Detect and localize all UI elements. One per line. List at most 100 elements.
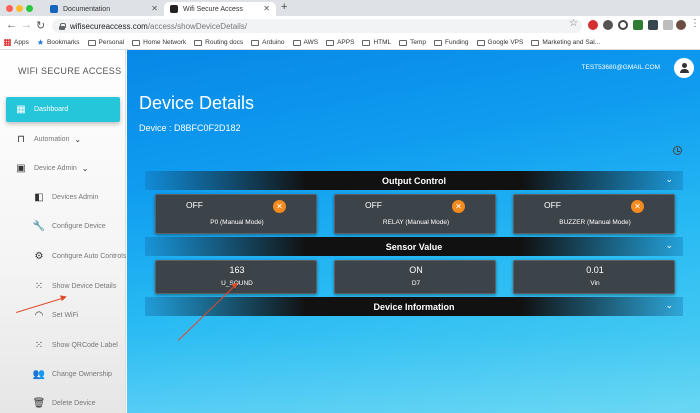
output-label: BUZZER (Manual Mode) xyxy=(559,219,631,226)
sidebar-item-configure-device[interactable]: 🔧 Configure Device xyxy=(32,215,106,237)
sidebar-item-configure-auto-controls[interactable]: ⚙ Configure Auto Controls xyxy=(32,245,126,267)
sidebar-item-set-wifi[interactable]: ◠ Set WiFi xyxy=(32,304,79,326)
device-information-header[interactable]: Device Information ⌄ xyxy=(145,297,683,316)
sidebar-item-label: Show QRCode Label xyxy=(52,341,118,349)
window-maximize-button[interactable] xyxy=(26,5,33,12)
bookmark-folder[interactable]: Home Network xyxy=(132,39,186,46)
wrench-icon: 🔧 xyxy=(32,220,46,232)
chevron-down-icon[interactable]: ⌄ xyxy=(665,174,673,184)
bookmark-folder[interactable]: HTML xyxy=(362,39,391,46)
sidebar-item-label: Change Ownership xyxy=(52,370,112,378)
bookmark-star-icon[interactable]: ☆ xyxy=(569,18,578,29)
sidebar-item-automation[interactable]: ⊓ Automation ⌄ xyxy=(14,128,81,150)
url-input[interactable]: wifisecureaccess.com/access/showDeviceDe… xyxy=(52,19,582,33)
extension-icon[interactable] xyxy=(588,20,598,30)
output-control-header[interactable]: Output Control ⌄ xyxy=(145,171,683,190)
chevron-down-icon: ⌄ xyxy=(81,163,89,173)
bookmark-folder[interactable]: Routing docs xyxy=(194,39,243,46)
profile-avatar[interactable] xyxy=(676,20,686,30)
close-icon[interactable]: ✕ xyxy=(151,4,158,13)
section-title: Output Control xyxy=(382,175,446,186)
sidebar-item-show-device-details[interactable]: ⁙ Show Device Details xyxy=(32,275,116,297)
section-title: Sensor Value xyxy=(385,241,443,252)
new-tab-button[interactable]: + xyxy=(281,1,288,13)
sensor-label: Vin xyxy=(590,280,600,287)
bookmark-folder[interactable]: AWS xyxy=(292,39,318,46)
browser-tab-documentation[interactable]: Documentation ✕ xyxy=(44,2,164,16)
close-icon[interactable]: ✕ xyxy=(263,4,270,13)
extension-icon[interactable] xyxy=(663,20,673,30)
folder-icon xyxy=(326,39,335,46)
close-icon[interactable]: ✕ xyxy=(631,200,644,213)
sidebar-item-label: Devices Admin xyxy=(52,193,99,201)
folder-icon xyxy=(251,39,260,46)
extension-icon[interactable] xyxy=(603,20,613,30)
output-card-buzzer: OFF ✕ BUZZER (Manual Mode) xyxy=(513,194,675,234)
sensor-value: 163 xyxy=(229,265,245,275)
bookmark-apps[interactable]: Apps xyxy=(4,39,29,46)
bookmark-folder[interactable]: Personal xyxy=(87,39,124,46)
forward-arrow-icon[interactable]: → xyxy=(21,19,32,31)
bookmark-folder[interactable]: Temp xyxy=(399,39,426,46)
gear-icon: ⚙ xyxy=(34,250,44,262)
sidebar-item-label: Device Admin xyxy=(34,164,77,172)
bookmark-bookmarks[interactable]: ★Bookmarks xyxy=(36,38,80,47)
extension-icon[interactable] xyxy=(648,20,658,30)
browser-tab-wifi-secure-access[interactable]: Wifi Secure Access ✕ xyxy=(164,2,276,16)
sensor-value-header[interactable]: Sensor Value ⌄ xyxy=(145,237,683,256)
output-card-relay: OFF ✕ RELAY (Manual Mode) xyxy=(334,194,496,234)
user-avatar-button[interactable] xyxy=(674,58,694,78)
sensor-card-vin: 0.01 Vin xyxy=(513,260,675,294)
browser-tab-bar: Documentation ✕ Wifi Secure Access ✕ + xyxy=(0,0,700,16)
device-admin-icon: ▣ xyxy=(16,162,26,174)
sidebar-item-device-admin[interactable]: ▣ Device Admin ⌄ xyxy=(14,157,89,179)
chevron-down-icon[interactable]: ⌄ xyxy=(665,300,673,310)
tab-favicon-icon xyxy=(170,5,178,13)
url-path: /access/showDeviceDetails/ xyxy=(147,21,247,31)
apps-grid-icon: ⁙ xyxy=(34,280,44,292)
chevron-down-icon: ⌄ xyxy=(74,134,82,144)
tab-label: Documentation xyxy=(63,5,111,13)
wifi-icon: ◠ xyxy=(34,309,44,321)
sidebar-item-label: Dashboard xyxy=(34,106,69,113)
browser-menu-icon[interactable]: ⋮ xyxy=(690,18,700,29)
sidebar-item-dashboard[interactable]: ▦ Dashboard xyxy=(6,97,120,122)
bookmark-folder[interactable]: Funding xyxy=(434,39,469,46)
sidebar-item-label: Show Device Details xyxy=(52,282,117,290)
tab-label: Wifi Secure Access xyxy=(183,5,243,13)
close-icon[interactable]: ✕ xyxy=(273,200,286,213)
trash-icon: 🗑 xyxy=(32,397,46,409)
output-state: OFF xyxy=(544,200,561,210)
sidebar-item-label: Automation xyxy=(34,135,70,143)
sidebar-item-label: Configure Device xyxy=(52,222,106,230)
sidebar-item-label: Set WiFi xyxy=(52,311,79,319)
extension-icon[interactable] xyxy=(633,20,643,30)
web-page: WIFI SECURE ACCESS ▦ Dashboard ⊓ Automat… xyxy=(0,50,700,413)
bookmark-folder[interactable]: Google VPS xyxy=(476,39,523,46)
folder-icon xyxy=(87,39,96,46)
sidebar-item-devices-admin[interactable]: ◧ Devices Admin xyxy=(32,186,98,208)
device-id-label: Device : D8BFC0F2D182 xyxy=(139,123,241,133)
window-minimize-button[interactable] xyxy=(16,5,23,12)
history-icon[interactable] xyxy=(673,146,682,155)
sidebar-item-show-qrcode-label[interactable]: ⁙ Show QRCode Label xyxy=(32,334,118,356)
tab-favicon-icon xyxy=(50,5,58,13)
output-state: OFF xyxy=(365,200,382,210)
bookmark-folder[interactable]: APPS xyxy=(326,39,354,46)
folder-icon xyxy=(476,39,485,46)
bookmark-folder[interactable]: Marketing and Sal... xyxy=(531,39,600,46)
bookmark-folder[interactable]: Arduino xyxy=(251,39,285,46)
close-icon[interactable]: ✕ xyxy=(452,200,465,213)
output-label: RELAY (Manual Mode) xyxy=(382,219,450,226)
sidebar-item-delete-device[interactable]: 🗑 Delete Device xyxy=(32,392,96,413)
back-arrow-icon[interactable]: ← xyxy=(6,19,17,31)
extension-icon[interactable] xyxy=(618,20,628,30)
output-state: OFF xyxy=(186,200,203,210)
chevron-down-icon[interactable]: ⌄ xyxy=(665,240,673,250)
reload-icon[interactable]: ↻ xyxy=(36,20,46,32)
sidebar-item-change-ownership[interactable]: 👥 Change Ownership xyxy=(32,363,112,385)
window-close-button[interactable] xyxy=(6,5,13,12)
sensor-label: D7 xyxy=(411,280,421,287)
devices-admin-icon: ◧ xyxy=(34,191,44,203)
url-host: wifisecureaccess.com xyxy=(70,21,148,31)
